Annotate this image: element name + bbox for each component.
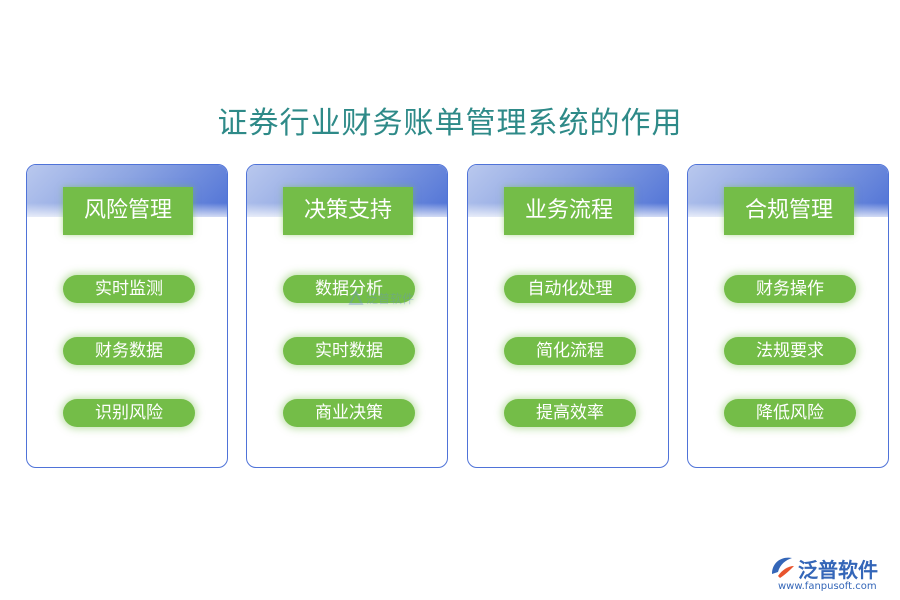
card-decision-support: 决策支持 数据分析 实时数据 商业决策 xyxy=(246,164,448,468)
card-item: 提高效率 xyxy=(504,399,636,427)
card-risk-management: 风险管理 实时监测 财务数据 识别风险 xyxy=(26,164,228,468)
card-item: 实时数据 xyxy=(283,337,415,365)
card-item: 法规要求 xyxy=(724,337,856,365)
card-item: 财务数据 xyxy=(63,337,195,365)
watermark-text: 泛普软件 xyxy=(366,292,415,306)
card-item: 数据分析 xyxy=(283,275,415,303)
card-item: 简化流程 xyxy=(504,337,636,365)
card-item: 降低风险 xyxy=(724,399,856,427)
card-header: 业务流程 xyxy=(504,187,634,235)
watermark-logo-icon xyxy=(348,290,364,305)
logo-url: www.fanpusoft.com xyxy=(778,581,877,592)
card-compliance-management: 合规管理 财务操作 法规要求 降低风险 xyxy=(687,164,889,468)
card-item: 自动化处理 xyxy=(504,275,636,303)
card-item: 识别风险 xyxy=(63,399,195,427)
diagram-title: 证券行业财务账单管理系统的作用 xyxy=(217,106,683,141)
card-item: 财务操作 xyxy=(724,275,856,303)
card-header: 风险管理 xyxy=(63,187,193,235)
card-header: 合规管理 xyxy=(724,187,854,235)
watermark: 泛普软件 xyxy=(348,288,430,310)
fanpu-logo-icon xyxy=(772,557,794,578)
brand-logo: 泛普软件 www.fanpusoft.com xyxy=(768,552,892,596)
card-item: 实时监测 xyxy=(63,275,195,303)
card-header: 决策支持 xyxy=(283,187,413,235)
card-business-process: 业务流程 自动化处理 简化流程 提高效率 xyxy=(467,164,669,468)
logo-name: 泛普软件 xyxy=(798,558,878,582)
card-item: 商业决策 xyxy=(283,399,415,427)
